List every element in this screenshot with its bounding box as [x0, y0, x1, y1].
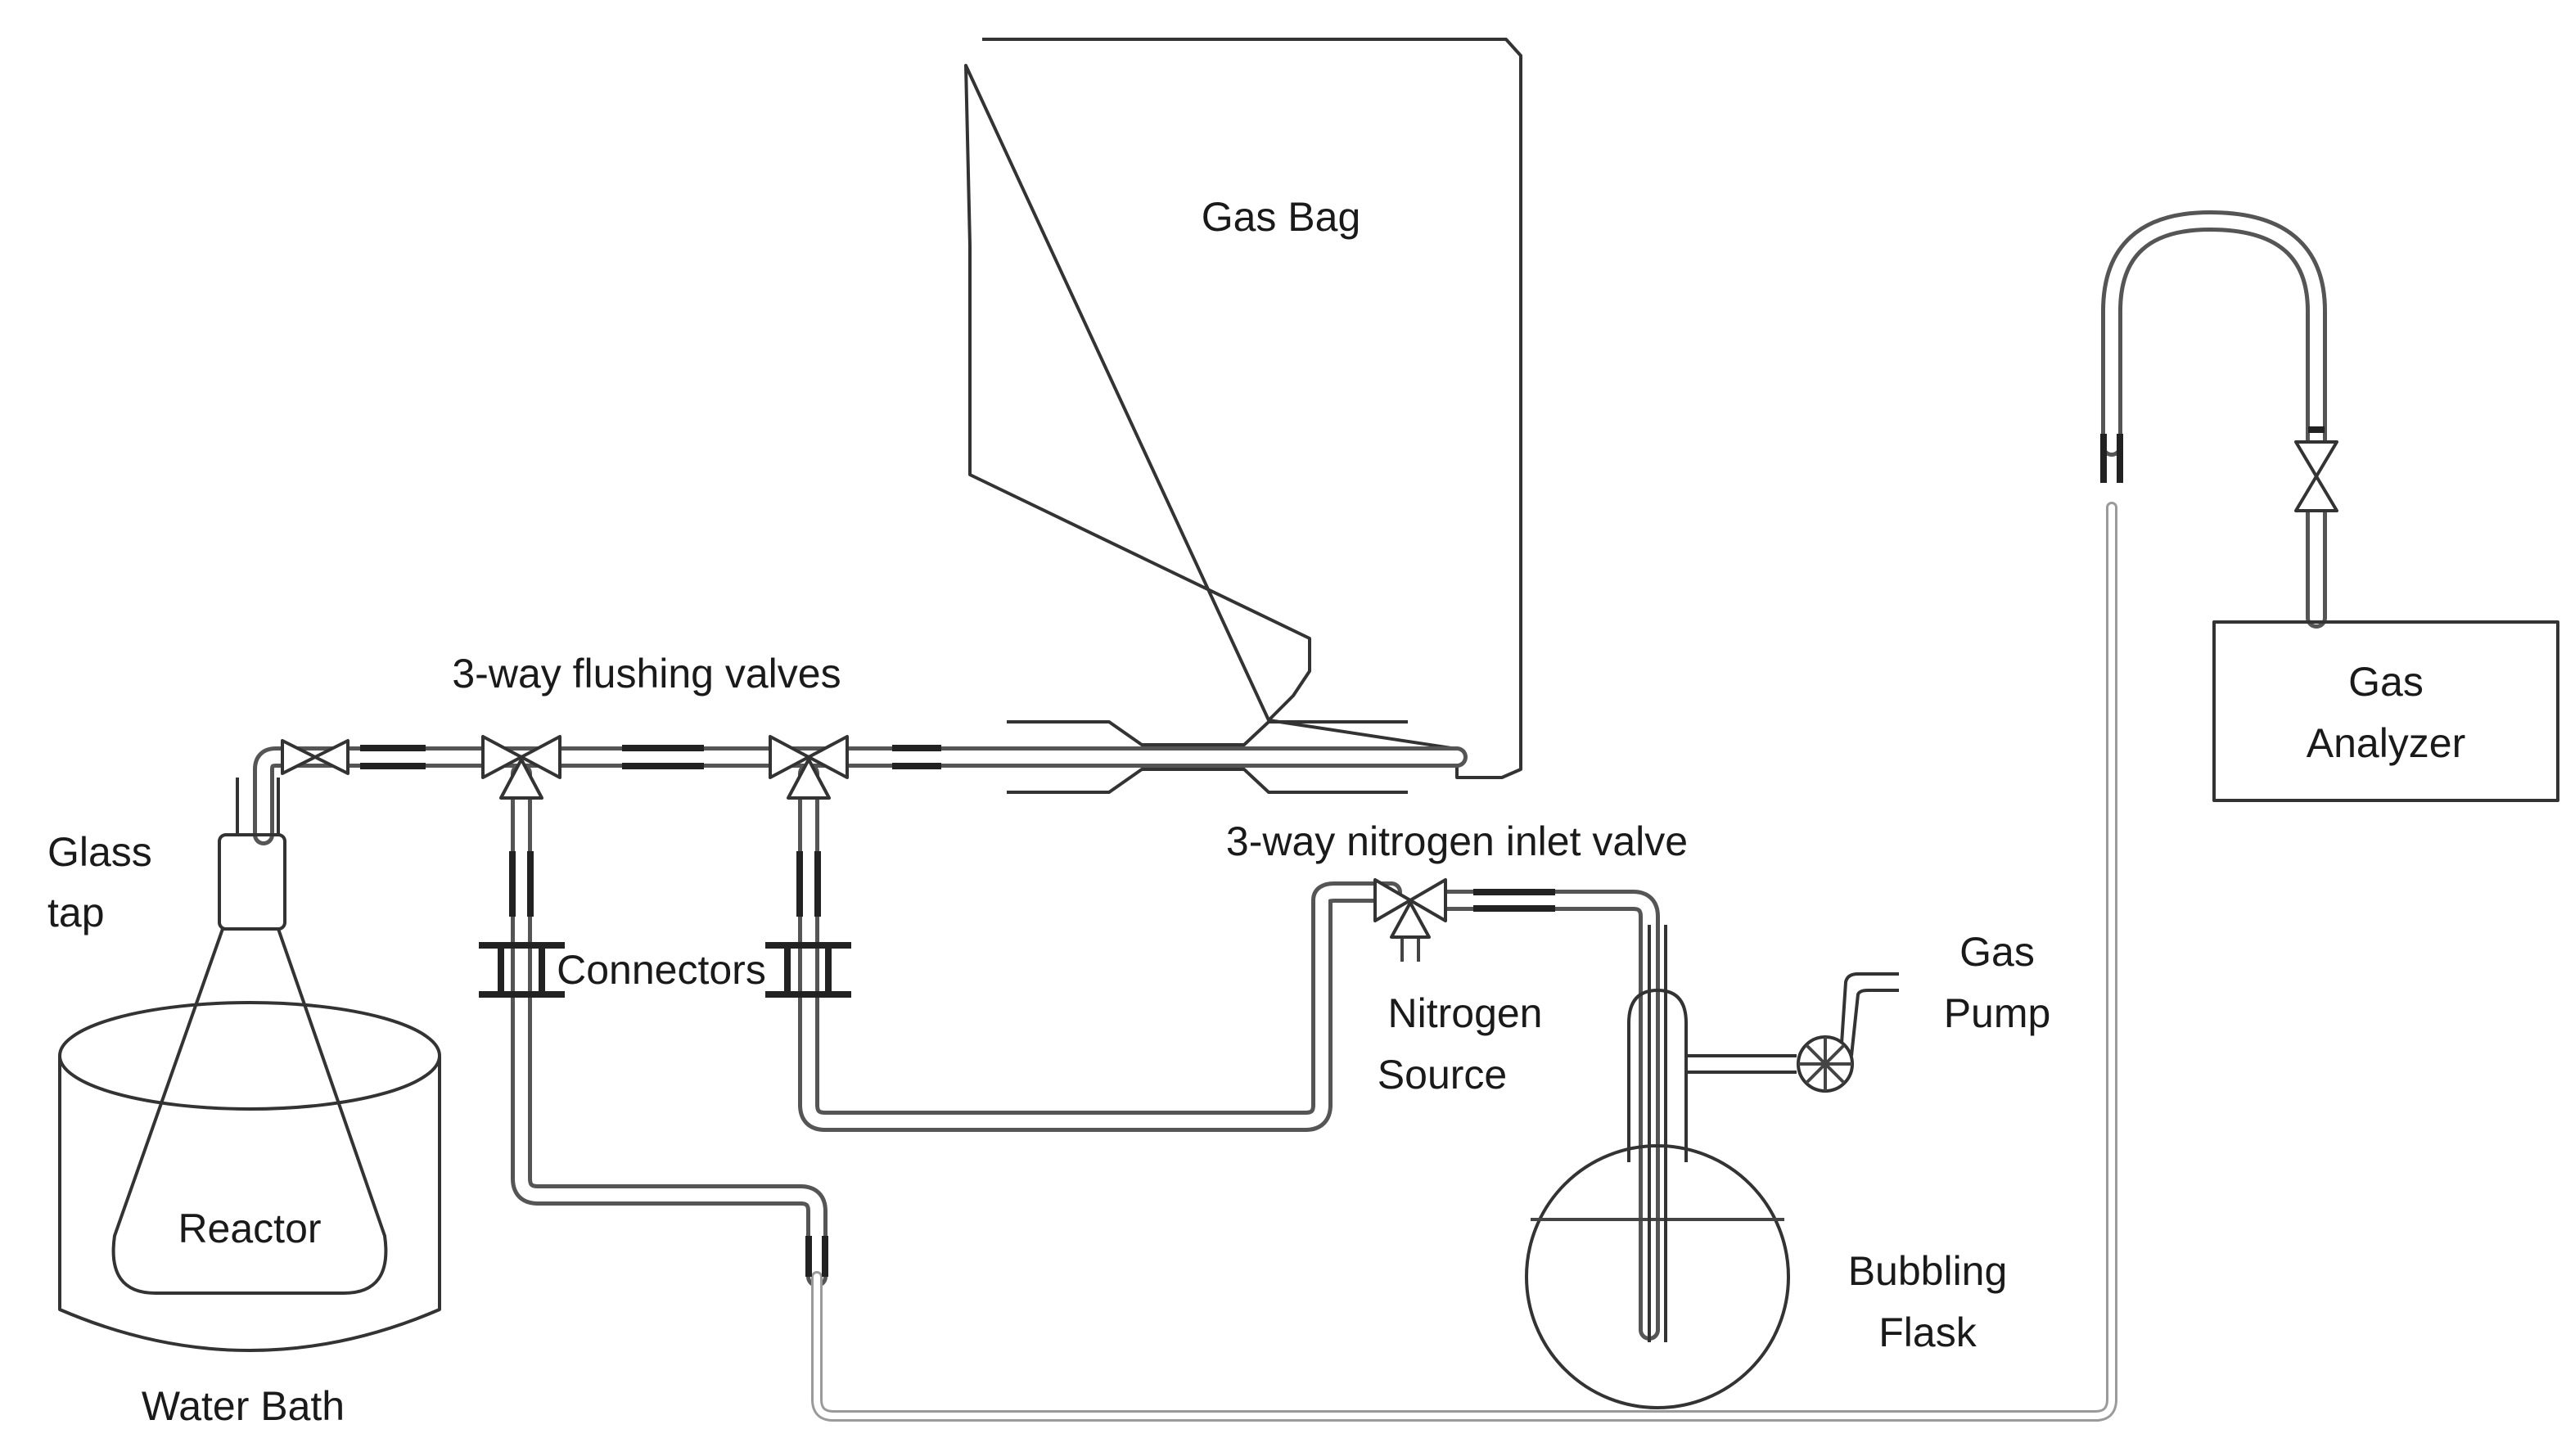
- bubbling-flask: [1525, 925, 1790, 1409]
- labels: Gas Bag 3-way flushing valves Glass tap …: [47, 194, 2465, 1429]
- flushing-valve-2[interactable]: [769, 735, 849, 800]
- gas-analyzer-label-2: Analyzer: [2307, 720, 2466, 766]
- nitrogen-source-label-2: Source: [1378, 1052, 1507, 1098]
- gas-analyzer: [2212, 620, 2559, 802]
- water-bath-label: Water Bath: [142, 1383, 345, 1429]
- valves: [281, 440, 2338, 939]
- glass-tap-label-1: Glass: [47, 829, 152, 875]
- flushing-valves-label: 3-way flushing valves: [452, 651, 841, 696]
- connectors-label: Connectors: [557, 947, 766, 993]
- inline-valve-glass-tap[interactable]: [281, 739, 349, 775]
- gas-bag: [964, 38, 1522, 794]
- gas-pump-label-1: Gas: [1959, 929, 2035, 975]
- bubbling-flask-label-2: Flask: [1878, 1309, 1977, 1355]
- nitrogen-inlet-valve-label: 3-way nitrogen inlet valve: [1226, 818, 1688, 864]
- glass-tap-label-2: tap: [47, 890, 105, 935]
- gas-pump-label-2: Pump: [1944, 990, 2051, 1036]
- gas-bag-label: Gas Bag: [1202, 194, 1361, 240]
- sample-line: [811, 210, 2327, 1422]
- reactor: [111, 778, 388, 1295]
- connectors: [360, 426, 2325, 1277]
- water-bath: [58, 1001, 441, 1352]
- reactor-label: Reactor: [178, 1206, 321, 1251]
- bubbling-flask-label-1: Bubbling: [1848, 1248, 2008, 1294]
- analyzer-valve[interactable]: [2294, 440, 2338, 512]
- main-piping: [253, 746, 1660, 1341]
- gas-pump: [1686, 972, 1899, 1093]
- flushing-valve-1[interactable]: [481, 735, 561, 800]
- nitrogen-source-label-1: Nitrogen: [1388, 990, 1543, 1036]
- nitrogen-inlet-valve[interactable]: [1373, 878, 1447, 939]
- gas-analyzer-label-1: Gas: [2348, 659, 2424, 705]
